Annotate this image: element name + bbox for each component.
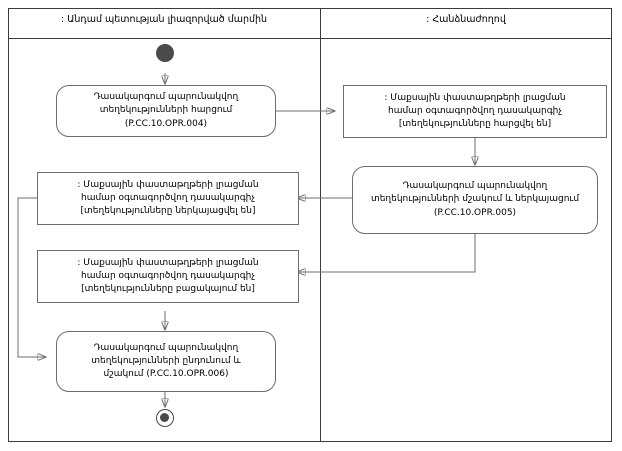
initial-node [156,44,174,62]
object-absent-line1: : Մաքսային փաստաթղթերի լրացման [77,257,259,268]
activity-request-classifier-information[interactable]: Դասակարգում պարունակվող տեղեկությունների… [56,85,276,137]
object-presented-line1: : Մաքսային փաստաթղթերի լրացման [77,179,259,190]
object-absent-line3: [տեղեկությունները բացակայում են] [81,284,255,295]
final-node [156,409,174,427]
activity-004-line2: տեղեկությունների հարցում [99,105,233,116]
object-classifier-information-requested[interactable]: : Մաքսային փաստաթղթերի լրացման համար օգտ… [343,85,607,138]
activity-004-line3: (P.CC.10.OPR.004) [124,118,208,129]
object-requested-line2: համար օգտագործվող դասակարգիչ [388,105,562,116]
activity-receive-and-process-information[interactable]: Դասակարգում պարունակվող տեղեկությունների… [56,331,276,392]
swimlane-frame [8,8,612,442]
activity-006-line1: Դասակարգում պարունակվող [93,342,239,353]
object-requested-line1: : Մաքսային փաստաթղթերի լրացման [384,92,566,103]
object-classifier-information-absent[interactable]: : Մաքսային փաստաթղթերի լրացման համար օգտ… [37,250,299,303]
activity-005-line2: տեղեկությունների մշակում և ներկայացում [370,194,580,205]
activity-005-line3: (P.CC.10.OPR.005) [433,207,517,218]
activity-process-and-present-information[interactable]: Դասակարգում պարունակվող տեղեկությունների… [352,166,598,234]
object-presented-line3: [տեղեկությունները ներկայացվել են] [80,206,256,217]
swimlane-header-rule [8,38,612,39]
object-requested-line3: [տեղեկությունները հարցվել են] [398,119,552,130]
object-absent-line2: համար օգտագործվող դասակարգիչ [81,270,255,281]
activity-006-line2: տեղեկությունների ընդունում և [91,355,241,366]
swimlane-title-left: : Անդամ պետության լիազորված մարմին [60,14,268,25]
activity-004-line1: Դասակարգում պարունակվող [93,92,239,103]
swimlane-divider [320,8,321,442]
activity-006-line3: մշակում (P.CC.10.OPR.006) [103,369,229,380]
activity-005-line1: Դասակարգում պարունակվող [402,181,548,192]
object-presented-line2: համար օգտագործվող դասակարգիչ [81,192,255,203]
swimlane-title-right: : Հանձնաժողով [426,14,506,25]
object-classifier-information-presented[interactable]: : Մաքսային փաստաթղթերի լրացման համար օգտ… [37,172,299,225]
